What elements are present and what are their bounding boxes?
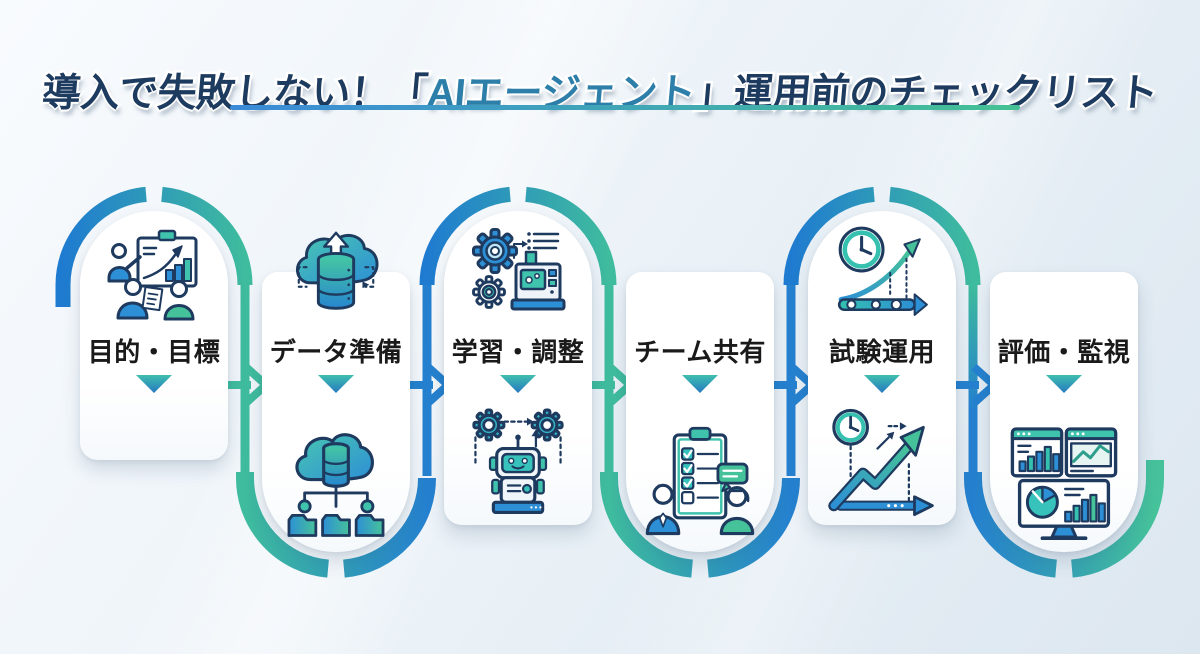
robot-gears-icon <box>462 406 574 518</box>
step-label-1: 目的・目標 <box>87 337 221 367</box>
step-label-5: 試験運用 <box>828 337 935 367</box>
cloud-network-share-icon <box>280 426 392 542</box>
down-triangle-icon <box>318 375 354 393</box>
step-label-3: 学習・調整 <box>451 337 585 367</box>
dashboard-monitor-icon <box>1004 422 1124 544</box>
step-label-2: データ準備 <box>269 337 403 367</box>
goal-presentation-icon <box>98 226 210 326</box>
down-triangle-icon <box>1046 375 1082 393</box>
down-triangle-icon <box>682 375 718 393</box>
title-underline <box>230 105 1020 110</box>
down-triangle-icon <box>864 375 900 393</box>
clock-growth-icon <box>822 222 942 324</box>
team-checklist-icon <box>644 420 756 544</box>
gears-machine-icon <box>460 224 576 324</box>
down-triangle-icon <box>500 375 536 393</box>
clock-trend-arrows-icon <box>824 406 940 518</box>
step-label-4: チーム共有 <box>634 337 766 367</box>
down-triangle-icon <box>136 375 172 393</box>
step-label-6: 評価・監視 <box>997 337 1131 367</box>
cloud-upload-database-icon <box>278 226 394 324</box>
